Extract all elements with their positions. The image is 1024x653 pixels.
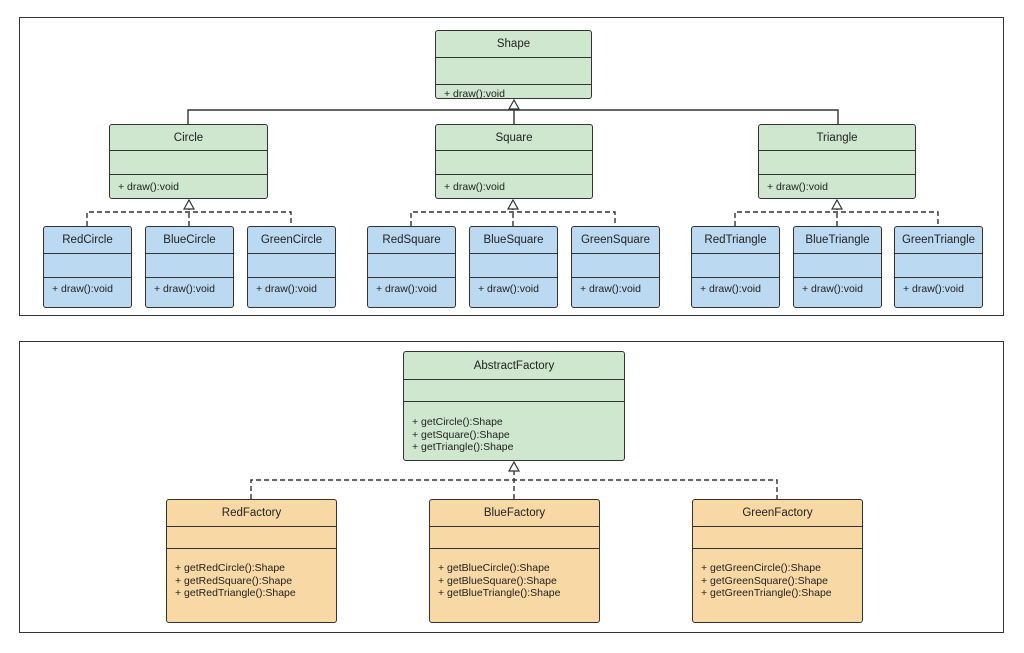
class-attributes <box>430 527 599 549</box>
operation: + draw():void <box>256 283 317 295</box>
class-name: Triangle <box>759 125 915 151</box>
class-operations: + draw():void <box>436 85 591 99</box>
class-blue-factory: BlueFactory + getBlueCircle():Shape + ge… <box>429 499 600 623</box>
class-attributes <box>895 254 982 278</box>
operation: + draw():void <box>802 283 863 295</box>
operation: + getGreenSquare():Shape <box>701 574 828 587</box>
operation: + getGreenCircle():Shape <box>701 562 821 574</box>
class-name: GreenSquare <box>572 227 659 254</box>
operation: + getRedCircle():Shape <box>175 562 286 574</box>
class-attributes <box>436 151 592 175</box>
class-attributes <box>404 380 624 402</box>
class-green-square: GreenSquare + draw():void <box>571 226 660 308</box>
operation: + getRedTriangle():Shape <box>175 587 296 599</box>
class-name: BlueTriangle <box>794 227 881 254</box>
operation: + draw():void <box>376 283 437 295</box>
class-operations: + draw():void <box>110 175 267 194</box>
operation: + getBlueSquare():Shape <box>438 574 557 587</box>
class-operations: + draw():void <box>470 278 557 296</box>
class-triangle: Triangle + draw():void <box>758 124 916 199</box>
class-name: BlueSquare <box>470 227 557 254</box>
operation: + getGreenTriangle():Shape <box>701 587 832 599</box>
class-name: BlueCircle <box>146 227 233 254</box>
class-red-factory: RedFactory + getRedCircle():Shape + getR… <box>166 499 337 623</box>
operation: + draw():void <box>154 283 215 295</box>
class-circle: Circle + draw():void <box>109 124 268 199</box>
class-name: RedCircle <box>44 227 131 254</box>
operation: + getCircle():Shape <box>412 416 503 428</box>
operation: + draw():void <box>478 283 539 295</box>
class-name: GreenCircle <box>248 227 335 254</box>
class-operations: + draw():void <box>759 175 915 194</box>
class-attributes <box>44 254 131 278</box>
operation: + draw():void <box>903 283 964 295</box>
class-operations: + draw():void <box>368 278 455 296</box>
class-red-square: RedSquare + draw():void <box>367 226 456 308</box>
operation: + getSquare():Shape <box>412 428 510 441</box>
operation: + getBlueTriangle():Shape <box>438 587 561 599</box>
class-name: RedFactory <box>167 500 336 527</box>
class-operations: + getBlueCircle():Shape + getBlueSquare(… <box>430 549 599 600</box>
class-operations: + getGreenCircle():Shape + getGreenSquar… <box>693 549 862 600</box>
class-red-circle: RedCircle + draw():void <box>43 226 132 308</box>
class-name: RedTriangle <box>692 227 779 254</box>
class-name: Shape <box>436 31 591 58</box>
class-attributes <box>436 58 591 85</box>
class-name: RedSquare <box>368 227 455 254</box>
class-green-circle: GreenCircle + draw():void <box>247 226 336 308</box>
class-attributes <box>146 254 233 278</box>
class-operations: + draw():void <box>146 278 233 296</box>
class-name: GreenFactory <box>693 500 862 527</box>
operation: + draw():void <box>700 283 761 295</box>
class-name: BlueFactory <box>430 500 599 527</box>
class-operations: + draw():void <box>436 175 592 194</box>
class-name: Square <box>436 125 592 151</box>
class-name: AbstractFactory <box>404 352 624 380</box>
class-name: GreenTriangle <box>895 227 982 254</box>
class-green-triangle: GreenTriangle + draw():void <box>894 226 983 308</box>
class-blue-square: BlueSquare + draw():void <box>469 226 558 308</box>
class-attributes <box>368 254 455 278</box>
class-name: Circle <box>110 125 267 151</box>
operation: + draw():void <box>767 181 828 193</box>
class-attributes <box>572 254 659 278</box>
class-operations: + draw():void <box>692 278 779 296</box>
operation: + getTriangle():Shape <box>412 441 514 453</box>
class-attributes <box>470 254 557 278</box>
operation: + getRedSquare():Shape <box>175 574 293 587</box>
class-abstract-factory: AbstractFactory + getCircle():Shape + ge… <box>403 351 625 461</box>
class-attributes <box>110 151 267 175</box>
class-square: Square + draw():void <box>435 124 593 199</box>
operation: + draw():void <box>444 88 505 99</box>
class-operations: + draw():void <box>895 278 982 296</box>
operation: + draw():void <box>118 181 179 193</box>
class-attributes <box>759 151 915 175</box>
class-operations: + draw():void <box>794 278 881 296</box>
class-attributes <box>693 527 862 549</box>
class-operations: + draw():void <box>572 278 659 296</box>
class-attributes <box>794 254 881 278</box>
operation: + draw():void <box>52 283 113 295</box>
class-red-triangle: RedTriangle + draw():void <box>691 226 780 308</box>
class-operations: + draw():void <box>44 278 131 296</box>
operation: + getBlueCircle():Shape <box>438 562 550 574</box>
class-green-factory: GreenFactory + getGreenCircle():Shape + … <box>692 499 863 623</box>
class-operations: + draw():void <box>248 278 335 296</box>
class-blue-triangle: BlueTriangle + draw():void <box>793 226 882 308</box>
class-operations: + getCircle():Shape + getSquare():Shape … <box>404 402 624 454</box>
class-shape: Shape + draw():void <box>435 30 592 99</box>
operation: + draw():void <box>580 283 641 295</box>
class-attributes <box>248 254 335 278</box>
class-blue-circle: BlueCircle + draw():void <box>145 226 234 308</box>
operation: + draw():void <box>444 181 505 193</box>
class-operations: + getRedCircle():Shape + getRedSquare():… <box>167 549 336 600</box>
class-attributes <box>692 254 779 278</box>
class-attributes <box>167 527 336 549</box>
